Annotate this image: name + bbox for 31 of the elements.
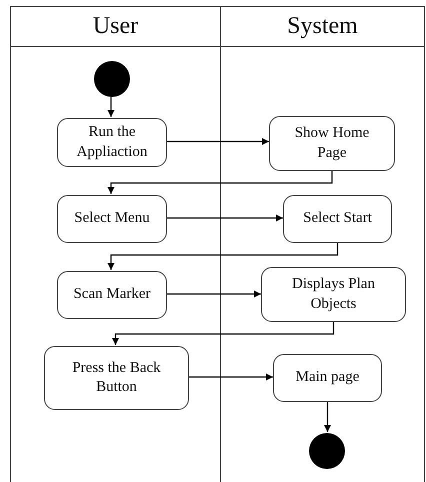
action-box — [283, 195, 392, 243]
action-label: Show Home Page — [294, 124, 370, 162]
action-box — [261, 267, 406, 322]
action-box — [57, 271, 167, 319]
lane-header: User — [11, 7, 220, 47]
filled-circle — [94, 61, 130, 97]
arrow — [166, 290, 261, 298]
action-box — [57, 118, 167, 167]
swimlane — [221, 6, 425, 482]
action-box — [273, 354, 382, 402]
action-label: Select Menu — [74, 209, 150, 228]
arrow — [108, 242, 338, 270]
action-label: Run the Appliaction — [76, 123, 148, 162]
arrow — [188, 374, 273, 380]
swimlane — [10, 6, 221, 482]
action-label: Select Start — [303, 209, 372, 228]
arrow — [108, 96, 114, 117]
arrow — [324, 401, 331, 432]
action-label: Press the Back Button — [71, 358, 162, 397]
action-box — [269, 116, 395, 171]
arrow — [166, 138, 269, 145]
action-label: Scan Marker — [73, 285, 151, 304]
lane-header: System — [221, 7, 424, 47]
arrow — [166, 214, 283, 222]
filled-circle — [309, 433, 345, 469]
action-box — [44, 346, 189, 410]
action-box — [57, 195, 167, 243]
action-label: Main page — [296, 368, 360, 388]
action-label: Displays Plan Objects — [291, 275, 376, 314]
arrow — [108, 170, 333, 194]
arrow — [112, 321, 334, 345]
